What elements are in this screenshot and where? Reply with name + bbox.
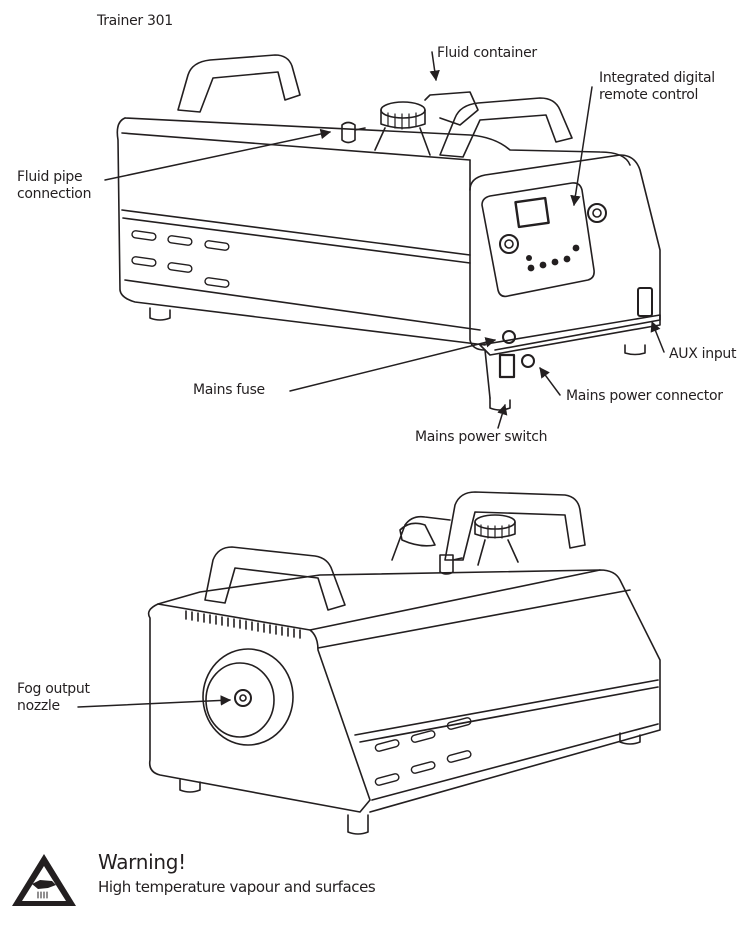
foot xyxy=(149,307,171,321)
warning-text: High temperature vapour and surfaces xyxy=(98,878,376,896)
diagram-title: Trainer 301 xyxy=(97,13,173,29)
label-fluid-container: Fluid container xyxy=(437,45,537,61)
aux-input-connector xyxy=(637,287,653,317)
label-remote-control-line1: Integrated digital xyxy=(599,70,715,86)
front-fluid-pipe xyxy=(439,554,463,575)
control-buttons xyxy=(526,244,580,272)
fog-nozzle-housing-inner xyxy=(205,662,275,738)
mains-fuse-holder xyxy=(502,330,516,344)
foot xyxy=(619,732,641,745)
hot-surface-warning-icon xyxy=(12,854,76,906)
front-machine-handle-right xyxy=(444,491,586,561)
label-fog-nozzle-line1: Fog output xyxy=(17,681,90,697)
top-machine-top-panel xyxy=(124,117,631,166)
fog-output-nozzle xyxy=(234,689,252,707)
foot xyxy=(347,814,369,835)
front-machine-handle-rear xyxy=(391,515,451,561)
front-grille-slots xyxy=(185,610,301,639)
control-knob-right xyxy=(587,203,607,223)
top-machine-left-face-band2 xyxy=(122,217,471,264)
lcd-display xyxy=(514,196,550,229)
fluid-pipe-connection xyxy=(341,121,366,144)
callout-leader-fog-nozzle xyxy=(77,695,232,708)
front-machine-handle-left xyxy=(204,546,346,611)
top-machine-left-front xyxy=(116,117,486,346)
top-machine-left-face-band1 xyxy=(121,209,471,256)
control-panel-plate xyxy=(481,182,595,298)
control-face-outline xyxy=(469,154,661,351)
front-machine-side-face xyxy=(309,569,661,813)
warning-title: Warning! xyxy=(98,850,186,874)
fog-nozzle-housing-outer xyxy=(202,648,294,746)
foot xyxy=(489,397,511,411)
control-knob-left xyxy=(499,234,519,254)
top-machine-vents xyxy=(131,230,230,288)
front-machine-top-edge xyxy=(157,569,601,605)
foot xyxy=(624,344,646,356)
fog-machine-front-view xyxy=(147,491,661,835)
front-machine-front-face xyxy=(147,603,371,813)
top-machine-corner xyxy=(469,159,486,351)
label-mains-fuse: Mains fuse xyxy=(193,382,265,398)
callout-leaders-top xyxy=(104,51,665,429)
top-machine-handle-left xyxy=(177,54,301,113)
front-machine-top-crease xyxy=(317,589,631,649)
label-remote-control-line2: remote control xyxy=(599,87,699,103)
label-aux-input: AUX input xyxy=(669,346,737,362)
fluid-container-body xyxy=(424,91,479,126)
label-fog-nozzle-line2: nozzle xyxy=(17,698,60,714)
top-machine-handle-right xyxy=(439,97,573,158)
fog-machine-rear-view xyxy=(116,54,661,411)
mains-power-switch xyxy=(498,353,516,379)
label-mains-power-switch: Mains power switch xyxy=(415,429,548,445)
label-fluid-pipe-line2: connection xyxy=(17,186,92,202)
label-fluid-pipe-line1: Fluid pipe xyxy=(17,169,83,185)
foot xyxy=(179,779,201,793)
front-machine-vents xyxy=(374,717,472,786)
mains-power-connector xyxy=(521,354,535,368)
top-machine-bottom-line xyxy=(124,279,481,331)
control-face-lower-edge xyxy=(479,314,661,356)
label-mains-power-connector: Mains power connector xyxy=(566,388,723,404)
top-machine-top-edge-line xyxy=(121,132,471,161)
front-machine-side-band xyxy=(354,679,659,736)
